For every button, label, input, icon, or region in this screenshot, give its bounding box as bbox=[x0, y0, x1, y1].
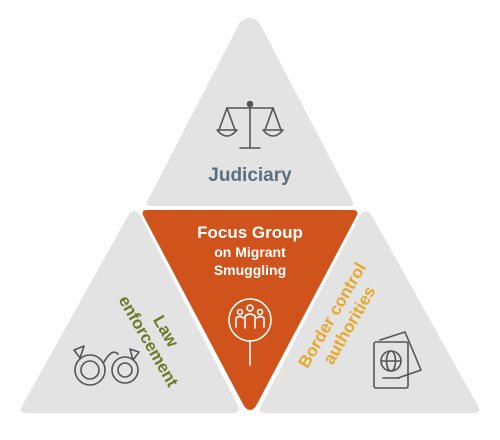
center-triangle bbox=[142, 210, 358, 410]
handcuffs-icon bbox=[73, 345, 140, 386]
center-subtitle-line1: on Migrant bbox=[214, 244, 286, 260]
left-triangle bbox=[20, 211, 239, 413]
law-enforcement-section: Law enforcement bbox=[20, 211, 239, 413]
right-triangle bbox=[259, 211, 480, 413]
judiciary-label: Judiciary bbox=[208, 165, 292, 186]
center-title: Focus Group bbox=[197, 223, 303, 242]
scales-of-justice-icon bbox=[216, 100, 284, 149]
group-magnifier-icon bbox=[228, 298, 272, 366]
passport-icon bbox=[373, 331, 422, 389]
center-subtitle-line2: Smuggling bbox=[214, 262, 286, 278]
judiciary-section: Judiciary bbox=[146, 18, 354, 206]
focus-group-section: Focus Group on Migrant Smuggling bbox=[142, 210, 358, 410]
